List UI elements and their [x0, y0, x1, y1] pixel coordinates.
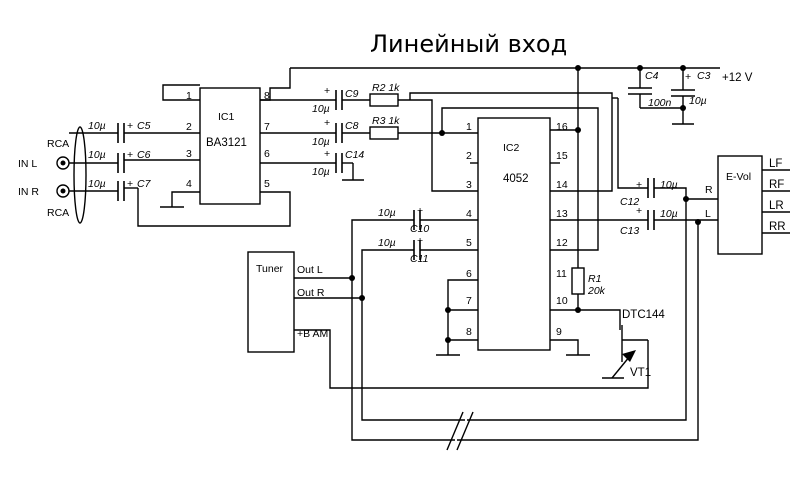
rca-bottom-label: RCA — [47, 207, 69, 219]
ic2-part: 4052 — [503, 173, 529, 185]
ic1-ref: IC1 — [218, 111, 235, 123]
ic2-ref: IC2 — [503, 142, 520, 154]
r2-label: R2 1k — [372, 82, 400, 94]
c14-value: 10µ — [312, 166, 330, 178]
rca-top-label: RCA — [47, 138, 69, 150]
r3-resistor — [369, 126, 399, 140]
c6-label: C6 — [137, 149, 151, 161]
c5-label: C5 — [137, 120, 151, 132]
ic1-pin4: 4 — [186, 178, 192, 190]
evol-out-lf: LF — [769, 158, 782, 170]
r1-resistor — [571, 267, 585, 295]
ic2-pin16: 16 — [556, 121, 568, 133]
c13-label: C13 — [620, 225, 639, 237]
c6-value: 10µ — [88, 149, 106, 161]
c12-plus: + — [636, 179, 642, 191]
ic2-pin7: 7 — [466, 295, 472, 307]
tuner-out-l: Out L — [297, 264, 323, 276]
tuner-name: Tuner — [256, 263, 284, 275]
ic1-pin8: 8 — [264, 90, 270, 102]
c7-plus: + — [127, 178, 133, 190]
c8-value: 10µ — [312, 136, 330, 148]
ic2-pin15: 15 — [556, 150, 568, 162]
evol-block — [717, 155, 763, 255]
ic2-pin13: 13 — [556, 208, 568, 220]
ic2-pin9: 9 — [556, 326, 562, 338]
c14-label: C14 — [345, 149, 364, 161]
ic2-pin8: 8 — [466, 326, 472, 338]
ic1-pin2: 2 — [186, 121, 192, 133]
c6-plus: + — [127, 149, 133, 161]
c11-label: C11 — [410, 253, 428, 265]
ic2-chip — [477, 117, 551, 351]
c3-label: C3 — [697, 70, 711, 82]
c3-value: 10µ — [689, 95, 707, 107]
c11-plus: + — [417, 235, 423, 247]
evol-out-rr: RR — [769, 221, 786, 233]
c9-plus: + — [324, 85, 330, 97]
r1-value: 20k — [587, 285, 606, 297]
c10-value: 10µ — [378, 207, 396, 219]
c8-plus: + — [324, 117, 330, 129]
c14-plus: + — [324, 148, 330, 160]
c10-plus: + — [417, 205, 423, 217]
r1-label: R1 — [588, 273, 601, 285]
evol-in-l: L — [705, 208, 711, 220]
c5-value: 10µ — [88, 120, 106, 132]
c4-value: 100n — [648, 97, 672, 109]
c10-label: C10 — [410, 223, 429, 235]
schematic-title: Линейный вход — [370, 30, 567, 58]
c5-plus: + — [127, 120, 133, 132]
r3-label: R3 1k — [372, 115, 400, 127]
c9-label: C9 — [345, 88, 359, 100]
ic2-pin14: 14 — [556, 179, 568, 191]
in-l-label: IN L — [18, 158, 37, 170]
c13-plus: + — [636, 205, 642, 217]
evol-out-rf: RF — [769, 179, 784, 191]
r2-resistor — [369, 93, 399, 107]
supply-label: +12 V — [722, 72, 753, 84]
c7-label: C7 — [137, 178, 152, 190]
ic1-pin1: 1 — [186, 90, 192, 102]
c3-plus: + — [685, 71, 691, 83]
ic2-pin10: 10 — [556, 295, 568, 307]
ic1-pin3: 3 — [186, 148, 192, 160]
c7-value: 10µ — [88, 178, 106, 190]
c4-label: C4 — [645, 70, 659, 82]
evol-out-lr: LR — [769, 200, 784, 212]
ic2-pin1: 1 — [466, 121, 472, 133]
ic2-pin3: 3 — [466, 179, 472, 191]
tuner-b-am: +B AM — [297, 328, 328, 340]
ic2-pin11: 11 — [556, 268, 567, 280]
c11-value: 10µ — [378, 237, 396, 249]
evol-in-r: R — [705, 184, 713, 196]
ic1-pin5: 5 — [264, 178, 270, 190]
c13-value: 10µ — [660, 208, 678, 220]
c9-value: 10µ — [312, 103, 330, 115]
c8-label: C8 — [345, 120, 359, 132]
transistor-ref: VT1 — [630, 367, 651, 379]
ic2-pin12: 12 — [556, 237, 568, 249]
transistor-part: DTC144 — [622, 309, 665, 321]
ic2-pin5: 5 — [466, 237, 472, 249]
ic1-pin6: 6 — [264, 148, 270, 160]
c12-value: 10µ — [660, 179, 678, 191]
ic2-pin4: 4 — [466, 208, 472, 220]
tuner-block — [247, 251, 295, 353]
tuner-out-r: Out R — [297, 287, 325, 299]
evol-name: E-Vol — [726, 171, 751, 183]
ic1-chip — [199, 87, 261, 205]
c12-label: C12 — [620, 196, 639, 208]
ic2-pin6: 6 — [466, 268, 472, 280]
ic1-pin7: 7 — [264, 121, 270, 133]
ic2-pin2: 2 — [466, 150, 472, 162]
ic1-part: BA3121 — [206, 137, 247, 149]
in-r-label: IN R — [18, 186, 39, 198]
